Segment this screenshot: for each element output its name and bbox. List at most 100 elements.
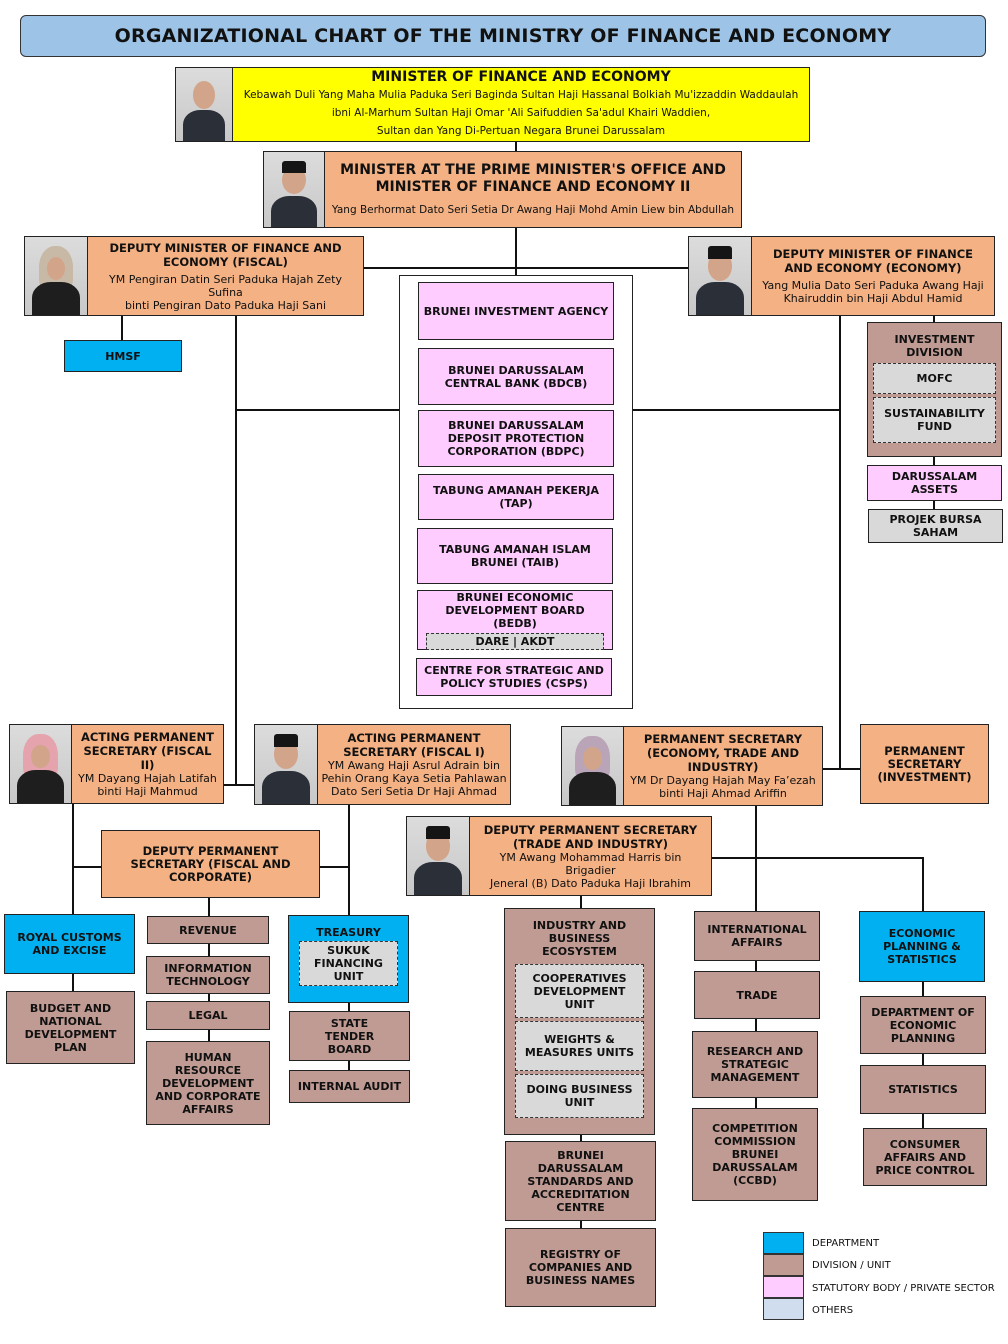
ps-economy-name: YM Dr Dayang Hajah May Fa’ezah	[630, 774, 816, 787]
ps-fiscal2-photo	[9, 724, 72, 804]
investment-division-title: INVESTMENT DIVISION	[894, 333, 975, 359]
projek-bursa-box: PROJEK BURSA SAHAM	[868, 509, 1003, 543]
statutory-body: TABUNG AMANAH ISLAM BRUNEI (TAIB)	[417, 528, 613, 584]
economic-planning-stats-box: ECONOMIC PLANNING & STATISTICS	[859, 911, 985, 982]
connector	[208, 993, 210, 1003]
minister2-title: MINISTER OF FINANCE AND ECONOMY II	[375, 179, 691, 195]
connector	[235, 409, 399, 411]
legend-swatch-division	[763, 1254, 804, 1276]
statutory-body-label: BRUNEI ECONOMIC DEVELOPMENT BOARD (BEDB)	[445, 590, 585, 630]
statutory-body: BRUNEI DARUSSALAM DEPOSIT PROTECTION COR…	[418, 410, 614, 467]
investment-unit: SUSTAINABILITY FUND	[873, 397, 996, 443]
legend-swatch-others	[763, 1298, 804, 1320]
connector	[755, 1097, 757, 1109]
statutory-body-bedb: BRUNEI ECONOMIC DEVELOPMENT BOARD (BEDB)…	[417, 590, 613, 650]
minister2-name: Yang Berhormat Dato Seri Setia Dr Awang …	[331, 204, 735, 216]
legal-box: LEGAL	[146, 1001, 270, 1030]
connector	[515, 140, 517, 152]
ps-economy-name: binti Haji Ahmad Ariffin	[659, 787, 787, 800]
connector	[933, 500, 935, 510]
legend-label: DEPARTMENT	[812, 1238, 880, 1249]
dps-trade-box: DEPUTY PERMANENT SECRETARY (TRADE AND IN…	[469, 816, 712, 896]
ps-fiscal1-photo	[254, 724, 318, 805]
ps-economy-title: (ECONOMY, TRADE AND	[646, 746, 800, 760]
it-box: INFORMATION TECHNOLOGY	[146, 956, 270, 994]
minister-name-line: Sultan dan Yang Di-Pertuan Negara Brunei…	[376, 124, 666, 137]
dps-trade-title: (TRADE AND INDUSTRY)	[512, 836, 669, 851]
deputy-fiscal-photo	[24, 236, 88, 316]
ps-fiscal1-box: ACTING PERMANENT SECRETARY (FISCAL I) YM…	[317, 724, 511, 805]
ps-fiscal2-name: YM Dayang Hajah Latifah	[78, 772, 217, 785]
minister2-box: MINISTER AT THE PRIME MINISTER'S OFFICE …	[324, 151, 742, 228]
connector	[580, 1134, 582, 1142]
connector	[208, 1029, 210, 1042]
deputy-economy-title: AND ECONOMY (ECONOMY)	[784, 261, 962, 275]
ps-economy-box: PERMANENT SECRETARY (ECONOMY, TRADE AND …	[623, 726, 823, 806]
registry-box: REGISTRY OF COMPANIES AND BUSINESS NAMES	[505, 1228, 656, 1307]
dps-trade-name: YM Awang Mohammad Harris bin Brigadier	[499, 850, 682, 877]
royal-customs-box: ROYAL CUSTOMS AND EXCISE	[4, 914, 135, 974]
research-box: RESEARCH AND STRATEGIC MANAGEMENT	[692, 1031, 818, 1098]
dps-trade-name: Jeneral (B) Dato Paduka Haji Ibrahim	[489, 876, 692, 890]
ibe-unit: WEIGHTS & MEASURES UNITS	[515, 1021, 644, 1071]
deputy-fiscal-name: binti Pengiran Dato Paduka Haji Sani	[125, 298, 326, 312]
hmsf-box: HMSF	[64, 340, 182, 372]
ps-fiscal1-name: Pehin Orang Kaya Setia Pahlawan	[321, 772, 507, 785]
connector	[319, 866, 349, 868]
connector	[933, 315, 935, 323]
connector	[515, 227, 517, 275]
deputy-economy-name: Khairuddin bin Haji Abdul Hamid	[783, 292, 963, 305]
consumer-affairs-box: CONSUMER AFFAIRS AND PRICE CONTROL	[863, 1128, 987, 1186]
chart-title: ORGANIZATIONAL CHART OF THE MINISTRY OF …	[114, 25, 892, 47]
deputy-economy-name: Yang Mulia Dato Seri Paduka Awang Haji	[762, 279, 984, 292]
budget-box: BUDGET AND NATIONAL DEVELOPMENT PLAN	[6, 991, 135, 1064]
ccbd-box: COMPETITION COMMISSION BRUNEI DARUSSALAM…	[692, 1108, 818, 1201]
deputy-economy-box: DEPUTY MINISTER OF FINANCE AND ECONOMY (…	[751, 236, 995, 316]
dps-trade-title: DEPUTY PERMANENT SECRETARY	[483, 822, 698, 837]
connector	[235, 315, 237, 785]
trade-box: TRADE	[694, 971, 820, 1019]
ps-fiscal1-name: Dato Seri Setia Dr Haji Ahmad	[331, 785, 497, 798]
connector	[208, 897, 210, 917]
connector	[755, 960, 757, 972]
connector	[208, 943, 210, 956]
chart-title-bar: ORGANIZATIONAL CHART OF THE MINISTRY OF …	[20, 15, 986, 57]
connector	[223, 784, 255, 786]
ps-fiscal2-title: ACTING PERMANENT	[81, 730, 214, 744]
deputy-fiscal-title: DEPUTY MINISTER OF FINANCE AND	[109, 240, 342, 255]
ps-fiscal2-name: binti Haji Mahmud	[97, 785, 198, 798]
sukuk-unit: SUKUK FINANCING UNIT	[299, 941, 398, 986]
investment-division: INVESTMENT DIVISION MOFC SUSTAINABILITY …	[867, 322, 1002, 457]
connector	[363, 267, 688, 269]
minister2-photo	[263, 151, 325, 228]
connector	[632, 409, 840, 411]
internal-audit-box: INTERNAL AUDIT	[289, 1070, 410, 1103]
connector	[580, 1220, 582, 1230]
treasury-title: TREASURY	[316, 926, 381, 939]
statutory-body: CENTRE FOR STRATEGIC AND POLICY STUDIES …	[416, 658, 612, 696]
connector	[72, 803, 74, 916]
darussalam-assets-box: DARUSSALAM ASSETS	[867, 465, 1002, 501]
international-affairs-box: INTERNATIONAL AFFAIRS	[694, 911, 820, 961]
connector	[922, 857, 924, 912]
connector	[580, 896, 582, 909]
ibe-title: INDUSTRY AND BUSINESS ECOSYSTEM	[532, 919, 627, 958]
connector	[822, 768, 862, 770]
ibe-unit: DOING BUSINESS UNIT	[515, 1074, 644, 1118]
bdsac-box: BRUNEI DARUSSALAM STANDARDS AND ACCREDIT…	[505, 1141, 656, 1221]
minister-name-line: ibni Al-Marhum Sultan Haji Omar 'Ali Sai…	[331, 106, 711, 119]
revenue-box: REVENUE	[147, 916, 269, 944]
minister-photo	[175, 67, 233, 142]
dept-economic-planning-box: DEPARTMENT OF ECONOMIC PLANNING	[860, 996, 986, 1054]
statutory-body: BRUNEI DARUSSALAM CENTRAL BANK (BDCB)	[418, 348, 614, 405]
dps-fiscal-box: DEPUTY PERMANENT SECRETARY (FISCAL AND C…	[101, 830, 320, 898]
connector	[72, 866, 102, 868]
bedb-sub-units: DARE | AKDT	[426, 632, 604, 650]
legend-swatch-statutory	[763, 1276, 804, 1298]
legend-label: STATUTORY BODY / PRIVATE SECTOR	[812, 1283, 995, 1294]
connector	[348, 1002, 350, 1012]
hr-box: HUMAN RESOURCE DEVELOPMENT AND CORPORATE…	[146, 1041, 270, 1125]
minister-name-line: Kebawah Duli Yang Maha Mulia Paduka Seri…	[243, 88, 799, 101]
connector	[712, 857, 923, 859]
connector	[839, 315, 841, 770]
